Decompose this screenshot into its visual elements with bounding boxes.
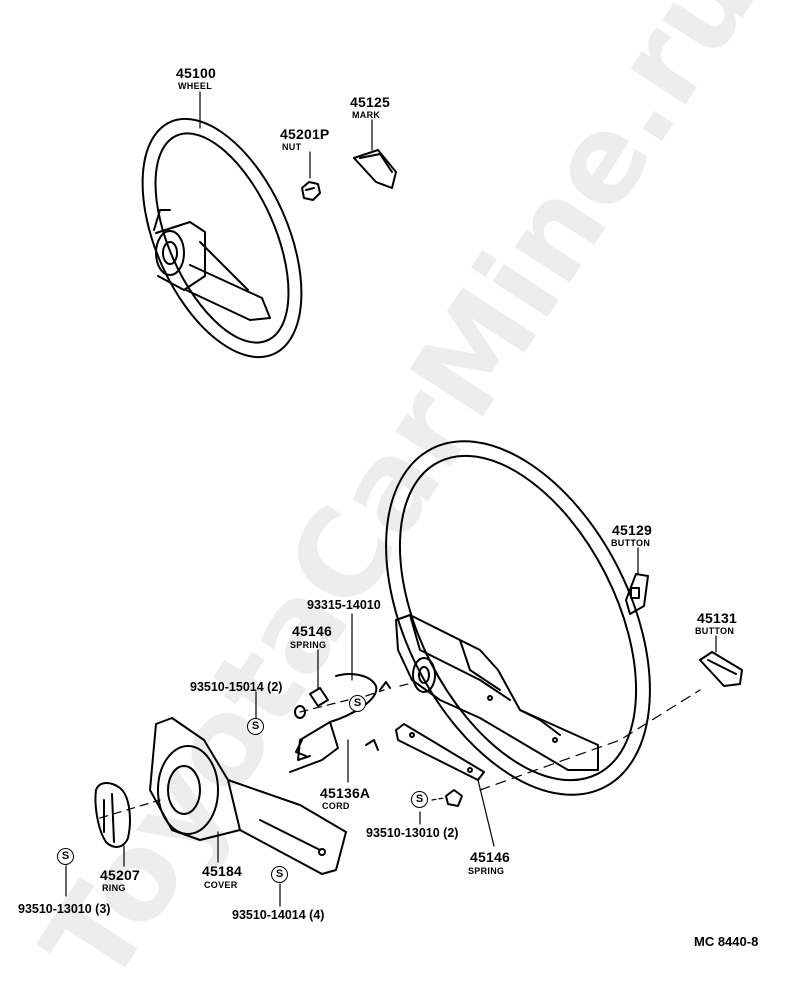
label-45125-name: MARK	[352, 110, 381, 120]
button-45131	[699, 651, 743, 687]
label-93315: 93315-14010	[307, 598, 381, 612]
standard-part-mark: S	[349, 695, 366, 712]
label-93510-13010-2: 93510-13010 (2)	[366, 826, 459, 840]
cover-45184	[149, 717, 347, 875]
nut-45201p	[301, 181, 321, 201]
screw-93510-15014	[294, 705, 306, 719]
label-45131-name: BUTTON	[695, 626, 735, 636]
label-45184-number: 45184	[202, 863, 242, 879]
label-45129-number: 45129	[612, 522, 652, 538]
steering-wheel-lower	[385, 440, 651, 796]
label-93510-14014: 93510-14014 (4)	[232, 908, 325, 922]
steering-wheel-upper	[141, 117, 303, 359]
spring-45146-lower	[395, 723, 485, 781]
ring-45207	[94, 782, 131, 848]
mark-45125	[353, 149, 397, 189]
label-45146a-name: SPRING	[290, 640, 327, 650]
label-45129-name: BUTTON	[611, 538, 651, 548]
label-45184-name: COVER	[204, 880, 238, 890]
label-93510-13010-3: 93510-13010 (3)	[18, 902, 111, 916]
label-45136a-number: 45136A	[320, 785, 371, 801]
label-45207-name: RING	[102, 883, 126, 893]
standard-part-mark: S	[57, 848, 74, 865]
parts-diagram	[65, 91, 743, 907]
label-45100-number: 45100	[176, 65, 216, 81]
label-45146b-number: 45146	[470, 849, 510, 865]
leader-93510-13010-b	[431, 797, 445, 801]
diagram-code: MC 8440-8	[694, 934, 759, 949]
label-45125-number: 45125	[350, 94, 390, 110]
label-45207-number: 45207	[100, 867, 140, 883]
label-45146a-number: 45146	[292, 623, 332, 639]
label-45131-number: 45131	[697, 610, 737, 626]
nut-93510-13010	[445, 789, 463, 807]
standard-part-mark: S	[247, 718, 264, 735]
label-93510-15014: 93510-15014 (2)	[190, 680, 283, 694]
standard-part-mark: S	[271, 866, 288, 883]
label-45146b-name: SPRING	[468, 866, 505, 876]
label-45136a-name: CORD	[322, 801, 350, 811]
spring-45146-upper	[309, 687, 329, 707]
centerline-lower	[479, 689, 701, 791]
standard-part-mark: S	[411, 791, 428, 808]
screw-93315	[379, 681, 391, 691]
label-45100-name: WHEEL	[178, 81, 212, 91]
button-45129	[625, 573, 649, 615]
cord-45136a	[289, 673, 379, 773]
centerline-upper	[299, 682, 413, 713]
label-45201p-name: NUT	[282, 142, 302, 152]
label-45201p-number: 45201P	[280, 126, 330, 142]
leader-45146-lower	[477, 779, 495, 847]
